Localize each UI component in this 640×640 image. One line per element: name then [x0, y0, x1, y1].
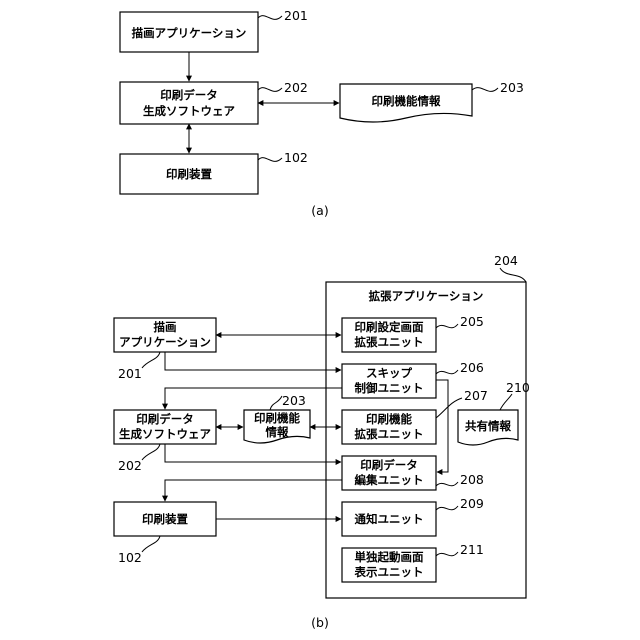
label-skip-control-1: スキップ: [366, 366, 412, 380]
label-drawing-app-b-1: 描画: [154, 320, 177, 334]
leader-202-a: [258, 88, 282, 92]
label-print-function-info-b-1: 印刷機能: [254, 411, 300, 425]
label-print-data-gen-a-1: 印刷データ: [160, 88, 218, 102]
label-extension-app: 拡張アプリケーション: [369, 289, 484, 303]
ref-203-b: 203: [282, 393, 306, 408]
label-print-function-ext-2: 拡張ユニット: [355, 427, 424, 441]
ref-202-a: 202: [284, 80, 308, 95]
leader-201-b: [142, 352, 160, 368]
label-print-data-gen-a-2: 生成ソフトウェア: [143, 104, 235, 118]
ref-211: 211: [460, 542, 484, 557]
ref-203-a: 203: [500, 80, 524, 95]
ref-102-b: 102: [118, 550, 142, 565]
leader-102-a: [258, 158, 282, 162]
arrow-gen-edit: [165, 444, 341, 462]
ref-202-b: 202: [118, 458, 142, 473]
arrow-app-skip: [165, 352, 341, 370]
label-skip-control-2: 制御ユニット: [355, 381, 424, 395]
diagram-a: 描画アプリケーション 印刷データ 生成ソフトウェア 印刷機能情報 印刷装置 20…: [120, 8, 524, 218]
ref-209: 209: [460, 496, 484, 511]
ref-207: 207: [464, 388, 488, 403]
ref-204: 204: [494, 253, 518, 268]
leader-202-b: [142, 444, 160, 460]
leader-204: [500, 268, 526, 282]
label-print-settings-ext-2: 拡張ユニット: [355, 335, 424, 349]
label-standalone-display-2: 表示ユニット: [354, 565, 424, 579]
caption-a: (a): [311, 203, 328, 218]
label-drawing-app-a: 描画アプリケーション: [132, 26, 247, 40]
leader-203-a: [472, 88, 498, 92]
label-notify: 通知ユニット: [355, 512, 424, 526]
caption-b: (b): [311, 615, 329, 630]
arrow-skip-gen: [165, 388, 342, 409]
label-print-data-gen-b-2: 生成ソフトウェア: [119, 427, 211, 441]
ref-205: 205: [460, 314, 484, 329]
label-standalone-display-1: 単独起動画面: [355, 550, 424, 564]
label-print-function-info-b-2: 情報: [265, 425, 289, 439]
leader-201-a: [258, 16, 282, 20]
label-printer-a: 印刷装置: [166, 167, 212, 181]
arrow-edit-printer: [165, 480, 342, 501]
leader-102-b: [142, 536, 160, 552]
ref-206: 206: [460, 360, 484, 375]
label-print-data-edit-2: 編集ユニット: [355, 473, 424, 487]
ref-210: 210: [506, 380, 530, 395]
ref-208: 208: [460, 472, 484, 487]
leader-203-b: [270, 396, 282, 410]
label-drawing-app-b-2: アプリケーション: [119, 335, 211, 349]
ref-201-a: 201: [284, 8, 308, 23]
label-print-function-info-a: 印刷機能情報: [372, 94, 441, 108]
label-shared-info: 共有情報: [465, 419, 511, 433]
ref-102-a: 102: [284, 150, 308, 165]
ref-201-b: 201: [118, 366, 142, 381]
label-print-data-gen-b-1: 印刷データ: [136, 412, 194, 426]
label-print-data-edit-1: 印刷データ: [360, 458, 418, 472]
label-print-settings-ext-1: 印刷設定画面: [355, 320, 424, 334]
label-printer-b: 印刷装置: [142, 512, 188, 526]
label-print-function-ext-1: 印刷機能: [366, 412, 412, 426]
diagram-b: 拡張アプリケーション 204 描画 アプリケーション 印刷データ 生成ソフトウェ…: [114, 253, 530, 630]
